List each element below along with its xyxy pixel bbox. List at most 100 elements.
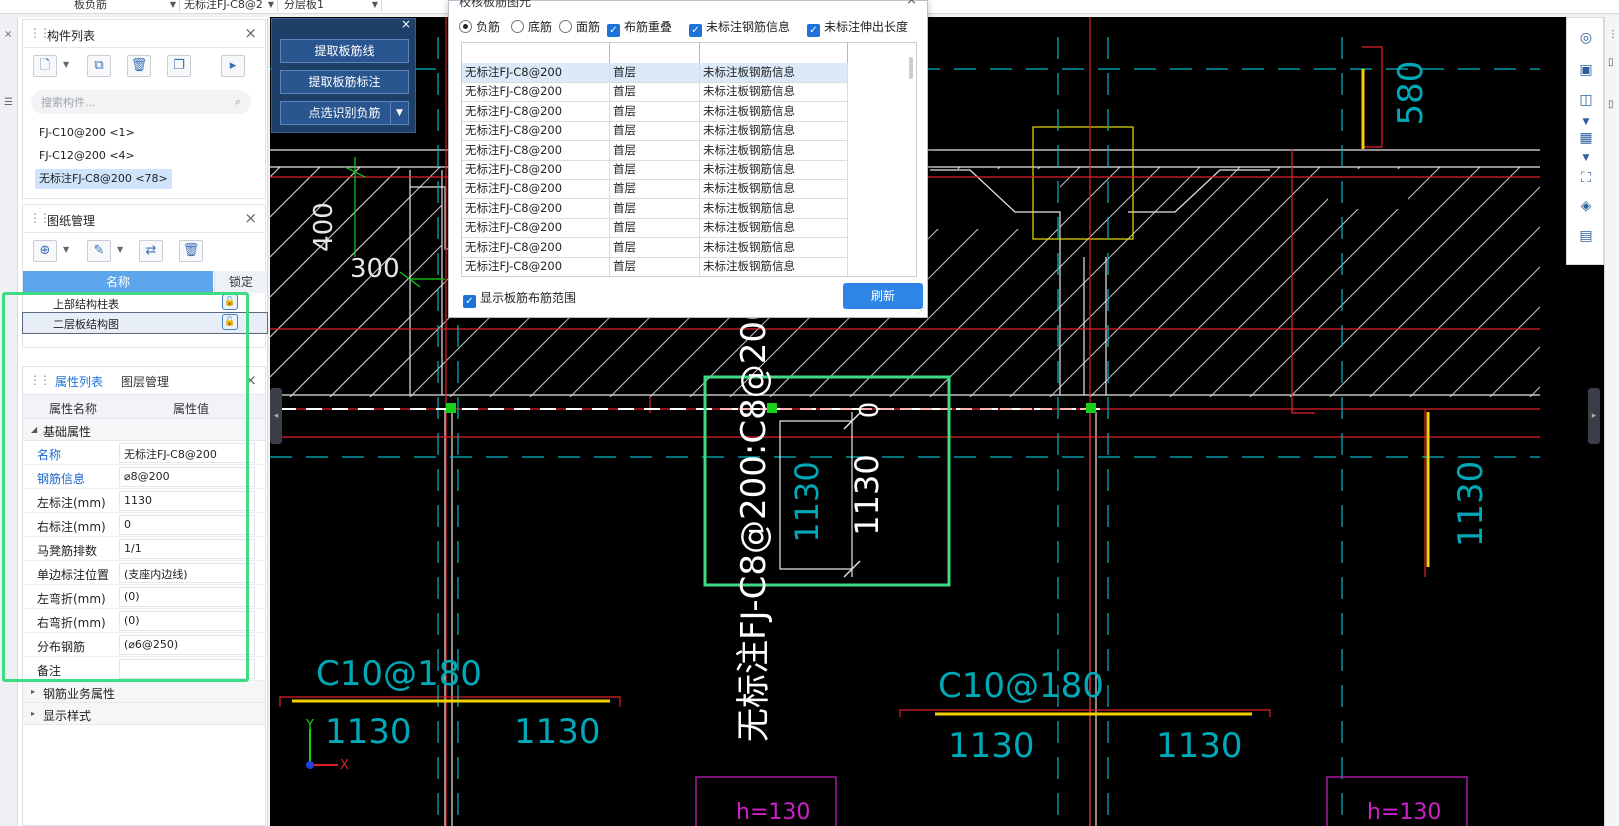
radio-top[interactable]: 面筋 xyxy=(559,18,600,35)
component-item[interactable]: FJ-C12@200 <4> xyxy=(39,149,135,162)
property-row[interactable]: 名称无标注FJ-C8@200 xyxy=(23,441,265,465)
edit-drawing-icon[interactable]: ✎ xyxy=(87,240,111,262)
panel-icon[interactable]: ▯ xyxy=(1608,99,1614,110)
close-icon[interactable]: × xyxy=(4,29,13,40)
search-input[interactable] xyxy=(31,90,211,114)
check-unlabeled-info[interactable]: ✓未标注钢筋信息 xyxy=(689,18,790,37)
grip-icon[interactable]: ⋮ xyxy=(1608,29,1618,40)
chevron-down-icon[interactable]: ▼ xyxy=(117,245,124,254)
search-icon[interactable]: ⌕ xyxy=(234,95,241,108)
property-value-field[interactable]: ⌀8@200 xyxy=(119,467,255,487)
box-view-icon[interactable]: ◫ xyxy=(1579,92,1593,108)
close-icon[interactable]: × xyxy=(244,24,257,42)
scrollbar[interactable] xyxy=(909,57,913,79)
collapse-icon[interactable]: ◢ xyxy=(31,425,38,434)
fullscreen-icon[interactable]: ⛶ xyxy=(1581,170,1591,186)
check-unlabeled-length[interactable]: ✓未标注伸出长度 xyxy=(807,18,908,37)
chevron-down-icon[interactable]: ▼ xyxy=(63,60,70,69)
radio-negative[interactable]: 负筋 xyxy=(459,18,500,35)
refresh-button[interactable]: 刷新 xyxy=(843,283,923,309)
property-row[interactable]: 左弯折(mm)(0) xyxy=(23,585,265,609)
drag-handle-icon[interactable]: ⋮⋮ xyxy=(29,26,51,40)
component-dropdown[interactable]: 无标注FJ-C8@2▼ xyxy=(180,0,278,12)
menu-icon[interactable]: ☰ xyxy=(4,97,13,108)
property-value-field[interactable]: (⌀6@250) xyxy=(119,635,255,655)
lock-icon[interactable]: 🔓 xyxy=(222,314,238,330)
grip-point[interactable] xyxy=(446,403,456,413)
component-search[interactable]: ⌕ xyxy=(31,90,251,114)
resize-grip-icon[interactable]: ⋰ xyxy=(917,306,925,315)
drag-handle-icon[interactable]: ⋮⋮ xyxy=(29,211,51,225)
grip-point[interactable] xyxy=(1086,403,1096,413)
3d-view-icon[interactable]: ▣ xyxy=(1579,62,1593,78)
close-icon[interactable]: × xyxy=(244,209,257,227)
type-dropdown[interactable]: 板负筋▼ xyxy=(70,0,180,12)
property-value-field[interactable] xyxy=(119,659,255,679)
property-value-field[interactable]: 1130 xyxy=(119,491,255,511)
property-row[interactable]: 左标注(mm)1130 xyxy=(23,489,265,513)
group-rebar[interactable]: ▸ 钢筋业务属性 xyxy=(23,681,265,703)
property-row[interactable]: 右标注(mm)0 xyxy=(23,513,265,537)
chevron-down-icon[interactable]: ▼ xyxy=(390,102,408,124)
check-overlap[interactable]: ✓布筋重叠 xyxy=(607,18,672,37)
radio-bottom[interactable]: 底筋 xyxy=(511,18,552,35)
drawing-row-selected[interactable]: 二层板结构图 🔓 xyxy=(22,312,268,334)
chevron-down-icon[interactable]: ▼ xyxy=(1582,117,1590,127)
property-value-field[interactable]: (支座内边线) xyxy=(119,563,255,583)
delete-icon[interactable]: 🗑 xyxy=(127,55,151,77)
extract-rebar-label-button[interactable]: 提取板筋标注 xyxy=(280,70,409,94)
left-collapse-handle[interactable]: ◂ xyxy=(270,388,282,444)
property-row[interactable]: 分布钢筋(⌀6@250) xyxy=(23,633,265,657)
pick-identify-button[interactable]: 点选识别负筋 ▼ xyxy=(280,101,409,125)
orbit-icon[interactable]: ◎ xyxy=(1579,30,1593,46)
isometric-icon[interactable]: ◈ xyxy=(1580,198,1592,214)
delete-icon[interactable]: 🗑 xyxy=(179,240,203,262)
panel-icon[interactable]: ▯ xyxy=(1608,57,1614,68)
group-display[interactable]: ▸ 显示样式 xyxy=(23,703,265,725)
add-drawing-icon[interactable]: ⊕ xyxy=(33,240,57,262)
drag-handle-icon[interactable]: ⋮⋮ xyxy=(29,373,51,387)
layer-dropdown[interactable]: 分层板1▼ xyxy=(280,0,382,12)
close-icon[interactable]: × xyxy=(400,17,411,31)
show-range-option[interactable]: ✓显示板筋布筋范围 xyxy=(463,289,576,308)
grip-point[interactable] xyxy=(767,403,777,413)
close-icon[interactable]: × xyxy=(906,0,917,8)
chevron-down-icon[interactable]: ▼ xyxy=(63,245,70,254)
property-row[interactable]: 右弯折(mm)(0) xyxy=(23,609,265,633)
duplicate-icon[interactable]: ❐ xyxy=(167,55,191,77)
group-basic[interactable]: ◢ 基础属性 xyxy=(23,419,265,441)
chevron-down-icon[interactable]: ▼ xyxy=(1582,153,1590,163)
extract-rebar-line-button[interactable]: 提取板筋线 xyxy=(280,39,409,63)
property-value-field[interactable]: 0 xyxy=(119,515,255,535)
property-row[interactable]: 单边标注位置(支座内边线) xyxy=(23,561,265,585)
right-collapse-handle[interactable]: ▸ xyxy=(1588,388,1600,444)
new-component-icon[interactable]: 🗋 xyxy=(33,55,57,77)
cube-icon[interactable]: ▦ xyxy=(1579,130,1593,146)
more-icon[interactable]: ▸ xyxy=(221,55,245,77)
layer-view-icon[interactable]: ▤ xyxy=(1579,228,1593,244)
tab-layers[interactable]: 图层管理 xyxy=(121,375,170,389)
property-value-field[interactable]: (0) xyxy=(119,611,255,631)
property-value-field[interactable]: 无标注FJ-C8@200 xyxy=(119,443,255,463)
property-row[interactable]: 钢筋信息⌀8@200 xyxy=(23,465,265,489)
copy-icon[interactable]: ⧉ xyxy=(87,55,111,77)
property-value-field[interactable]: (0) xyxy=(119,587,255,607)
expand-icon[interactable]: ▸ xyxy=(31,709,36,718)
expand-icon[interactable]: ▸ xyxy=(31,687,36,696)
component-item[interactable]: FJ-C10@200 <1> xyxy=(39,126,135,139)
split-drawing-icon[interactable]: ⇄ xyxy=(139,240,163,262)
component-item-selected[interactable]: 无标注FJ-C8@200 <78> xyxy=(35,169,172,189)
property-value-field[interactable]: 1/1 xyxy=(119,539,255,559)
